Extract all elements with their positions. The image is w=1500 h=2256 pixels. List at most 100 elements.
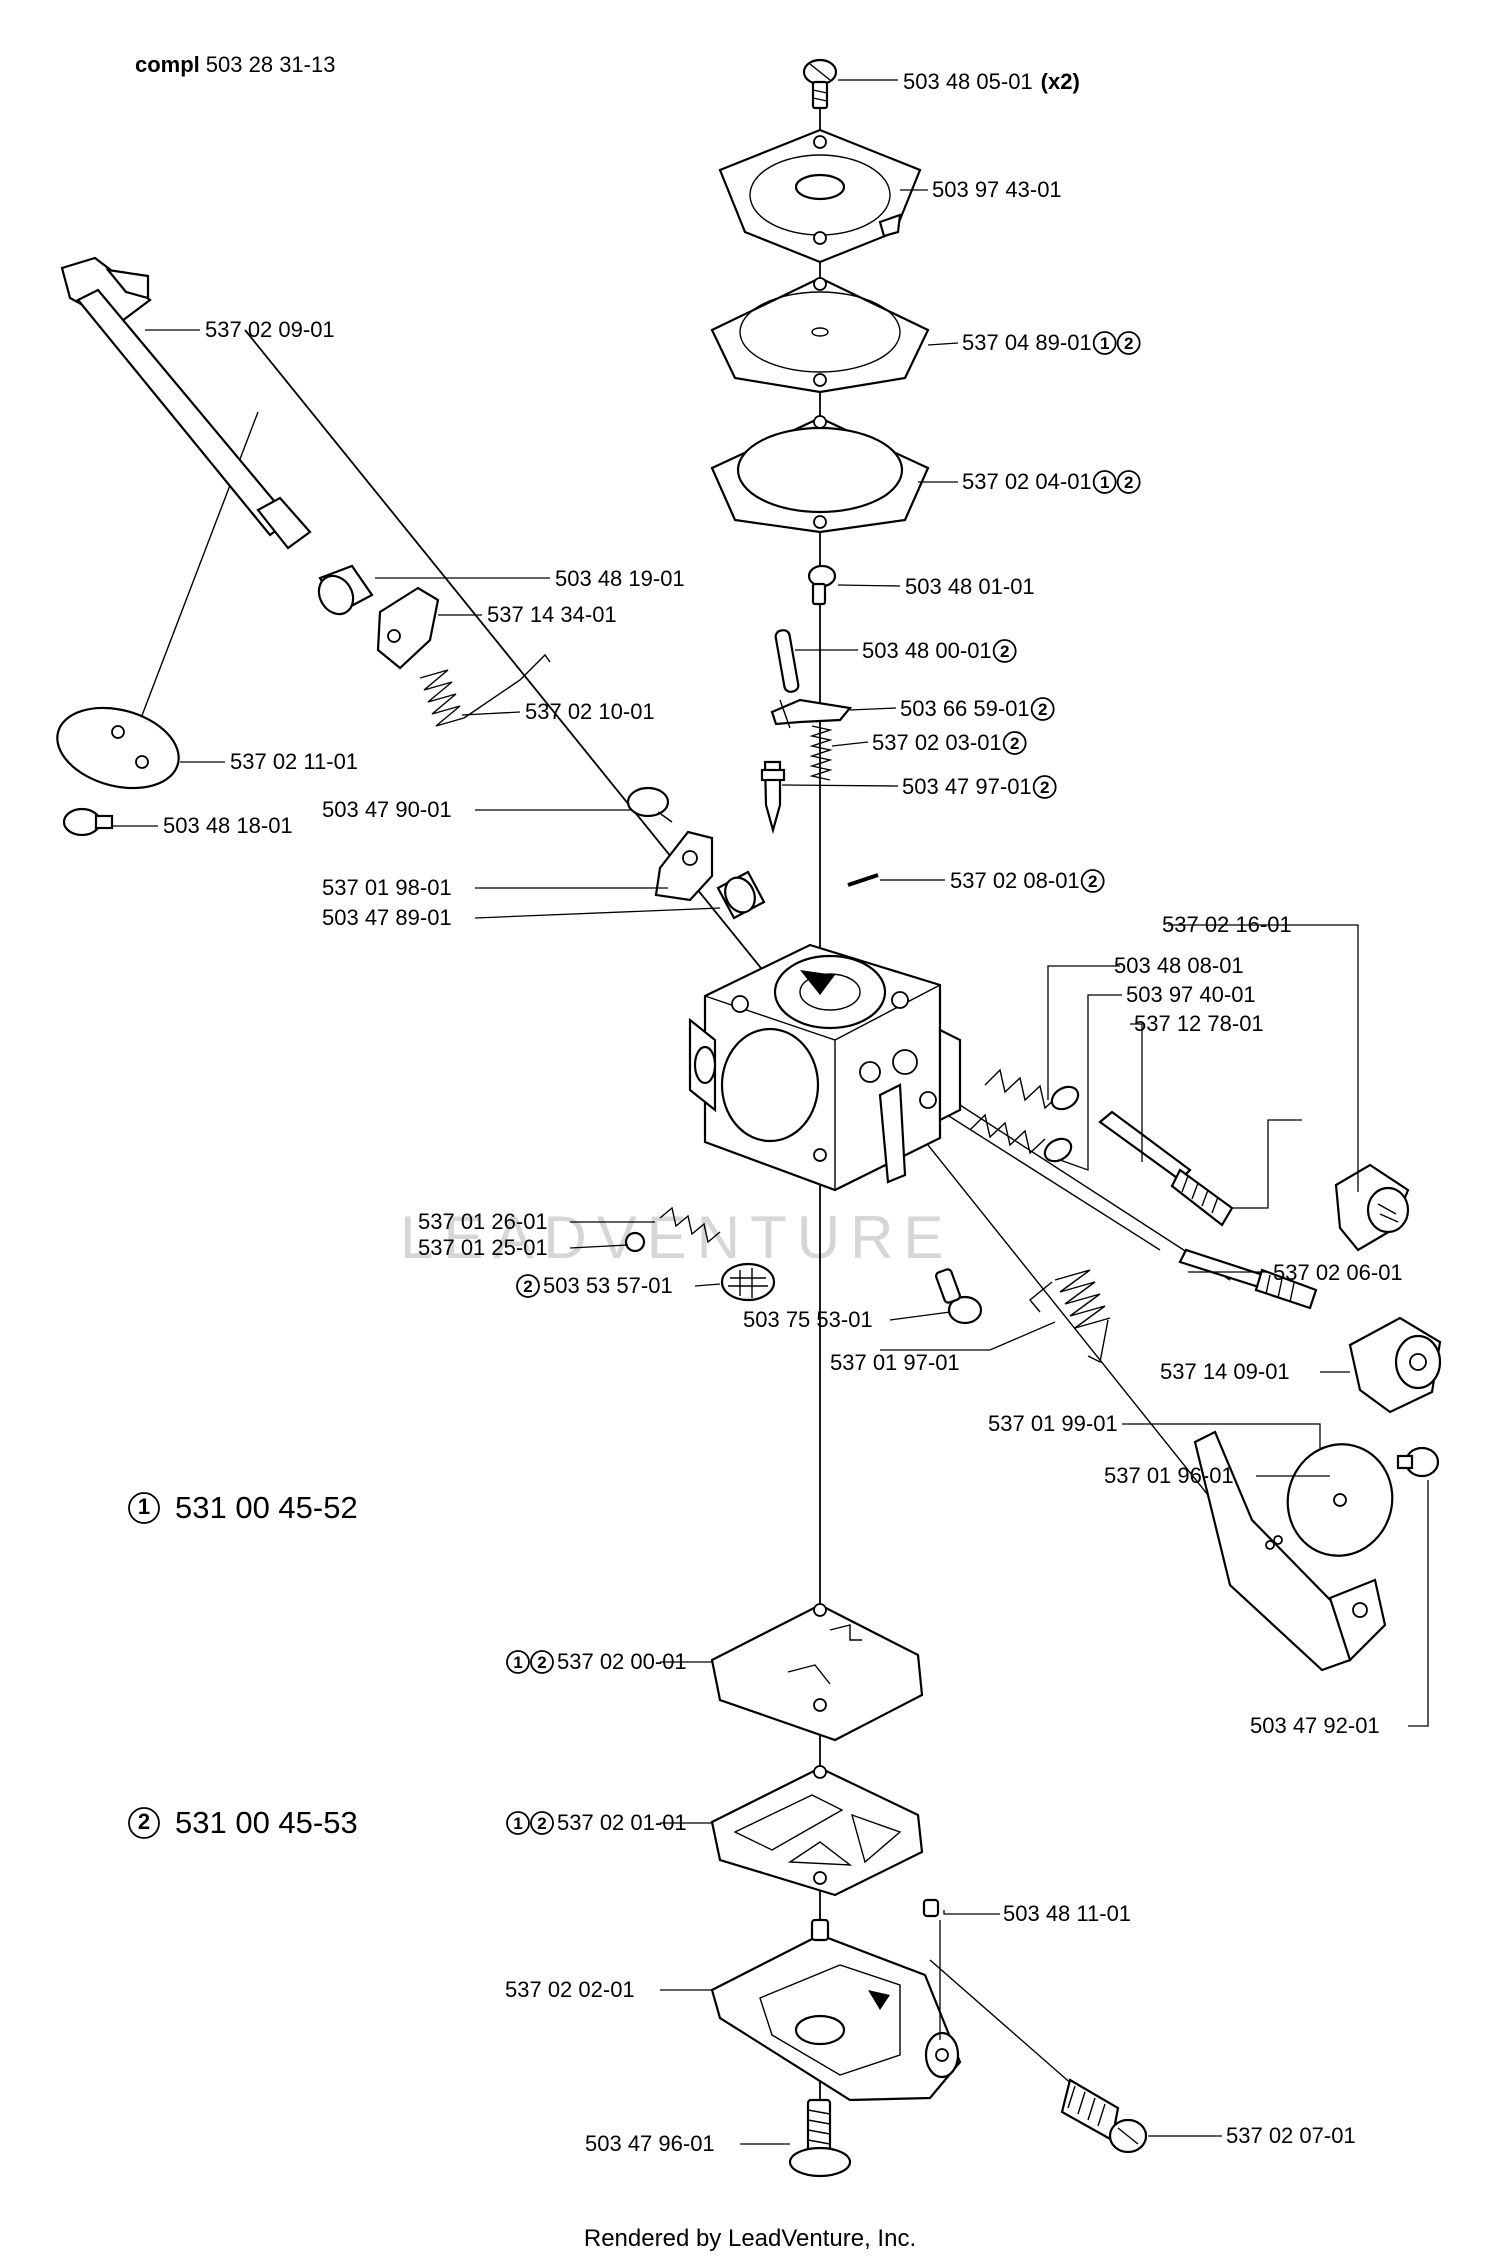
part-number-label: 503 97 43-01 [932, 177, 1062, 202]
kit-mark [1092, 470, 1117, 494]
body-screw [935, 1268, 983, 1325]
choke-plate-screw [1396, 1446, 1440, 1478]
kit-legend-item: 2 531 00 45-53 [128, 1805, 358, 1840]
throttle-plate [56, 706, 180, 790]
kit-mark-number: 2 [537, 1653, 546, 1672]
part-number-label: 503 48 01-01 [905, 574, 1035, 599]
kit-mark [530, 1811, 554, 1835]
kit-mark-number: 1 [513, 1653, 522, 1672]
h-needle-spring [984, 1068, 1061, 1110]
choke-detent-screw-spring [659, 1206, 721, 1244]
part-number-label: 537 01 96-01 [1104, 1463, 1234, 1488]
part-callout: 503 48 00-01 2 [862, 638, 1017, 663]
part-callout: 503 47 92-01 [1250, 1713, 1380, 1738]
part-callout: 503 47 97-01 2 [902, 774, 1057, 799]
part-callout: 537 01 26-01 [418, 1209, 548, 1234]
metering-gasket [710, 1765, 924, 1897]
kit-legend: 1 531 00 45-52 2 531 00 45-53 [128, 1490, 358, 1840]
kit-mark-number: 2 [1124, 473, 1133, 492]
kit-mark [506, 1650, 530, 1674]
part-callout: 537 12 78-01 [1134, 1011, 1264, 1036]
part-callout: 503 75 53-01 [743, 1307, 873, 1332]
part-number-label: 537 02 04-01 [962, 469, 1092, 494]
part-number-label: 503 48 05-01 [903, 69, 1033, 94]
part-number-label: 503 48 00-01 [862, 638, 992, 663]
part-number-label: 503 47 96-01 [585, 2131, 715, 2156]
part-number-label: 537 02 08-01 [950, 868, 1080, 893]
choke-shaft [1193, 1430, 1387, 1672]
choke-detent-ball [624, 1231, 646, 1253]
part-number-label: 503 47 97-01 [902, 774, 1032, 799]
kit-legend-item: 1 531 00 45-52 [128, 1490, 358, 1525]
h-needle-washer [1050, 1085, 1080, 1111]
part-callout: 537 02 11-01 [230, 749, 358, 774]
kit-mark [1080, 869, 1105, 893]
part-callout: 537 02 02-01 [505, 1977, 635, 2002]
part-callout: 503 97 40-01 [1126, 982, 1256, 1007]
lever-spring [809, 725, 833, 781]
part-callout: 537 01 98-01 [322, 875, 452, 900]
top-screw [802, 58, 838, 110]
part-number-label: 537 02 11-01 [230, 749, 358, 774]
kit-mark [1116, 470, 1141, 494]
metering-cover [710, 1918, 962, 2102]
choke-plate [1273, 1443, 1394, 1557]
lever-pin-small [847, 873, 879, 887]
part-callout: 537 02 07-01 [1226, 2123, 1356, 2148]
part-number-label: 537 02 00-01 [557, 1649, 687, 1674]
part-number-label: 537 02 02-01 [505, 1977, 635, 2002]
h-adjust-needle [1098, 1110, 1234, 1227]
choke-spring [1029, 1269, 1111, 1364]
part-callout: 537 02 16-01 [1162, 912, 1292, 937]
kit-mark [530, 1650, 554, 1674]
limiter-cap-lower [1348, 1316, 1442, 1414]
kit-number: 531 00 45-53 [175, 1805, 358, 1840]
metering-diaphragm [710, 1603, 924, 1742]
kit-mark-number: 2 [1088, 872, 1097, 891]
part-number-label: 537 02 06-01 [1273, 1260, 1403, 1285]
part-callout: 503 97 43-01 [932, 177, 1062, 202]
part-number-label: 537 04 89-01 [962, 330, 1092, 355]
kit-mark-number: 1 [1100, 334, 1109, 353]
part-number-label: 503 97 40-01 [1126, 982, 1256, 1007]
part-number-label: 537 02 09-01 [205, 317, 335, 342]
part-number-label: 537 01 99-01 [988, 1411, 1118, 1436]
idle-bracket [654, 830, 714, 902]
kit-mark [506, 1811, 530, 1835]
part-number-label: 537 02 03-01 [872, 730, 1002, 755]
leader-lines [112, 79, 1429, 2145]
throttle-shaft [60, 256, 312, 550]
part-callout: 503 47 96-01 [585, 2131, 715, 2156]
svg-text:1: 1 [138, 1494, 150, 1519]
part-callout: 537 02 10-01 [525, 699, 655, 724]
adjust-screw-bottom [1060, 2078, 1148, 2154]
part-number-label: 537 02 16-01 [1162, 912, 1292, 937]
part-number-label: 503 48 08-01 [1114, 953, 1244, 978]
throttle-return-spring [419, 653, 551, 727]
pump-diaphragm [710, 276, 930, 394]
part-callout: 537 01 99-01 [988, 1411, 1118, 1436]
kit-mark-number: 2 [537, 1814, 546, 1833]
kit-mark-number: 2 [1124, 334, 1133, 353]
part-callout: 537 14 09-01 [1160, 1359, 1290, 1384]
footer-credit: Rendered by LeadVenture, Inc. [584, 2225, 916, 2252]
kit-mark-number: 2 [1000, 642, 1009, 661]
part-number-label: 537 01 25-01 [418, 1235, 548, 1260]
part-number-label: 537 02 01-01 [557, 1810, 687, 1835]
shaft-bushing [317, 564, 374, 616]
kit-number: 531 00 45-52 [175, 1490, 358, 1525]
part-number-label: 537 12 78-01 [1134, 1011, 1264, 1036]
compl-prefix: compl [135, 52, 200, 77]
throttle-lever [376, 586, 440, 670]
part-callout: 503 47 89-01 [322, 905, 452, 930]
kit-mark-number: 2 [1040, 778, 1049, 797]
part-callout: 503 48 19-01 [555, 566, 685, 591]
